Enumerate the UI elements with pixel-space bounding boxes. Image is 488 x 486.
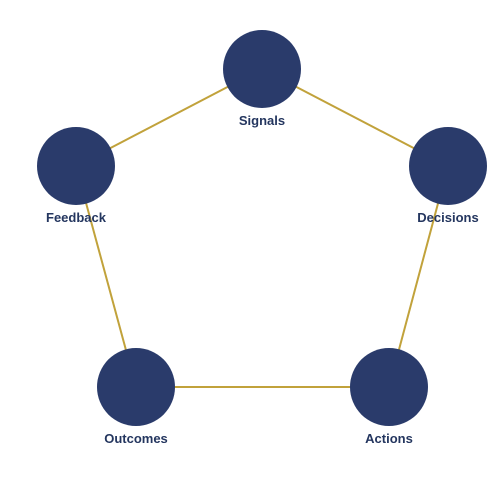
node-circle [37, 127, 115, 205]
node-circle [223, 30, 301, 108]
node-label: Feedback [46, 210, 107, 225]
node-circle [409, 127, 487, 205]
node-label: Decisions [417, 210, 478, 225]
node-label: Actions [365, 431, 413, 446]
node-label: Signals [239, 113, 285, 128]
node-decisions: Decisions [409, 127, 487, 225]
node-label: Outcomes [104, 431, 168, 446]
node-feedback: Feedback [37, 127, 115, 225]
node-actions: Actions [350, 348, 428, 446]
node-signals: Signals [223, 30, 301, 128]
node-circle [350, 348, 428, 426]
node-outcomes: Outcomes [97, 348, 175, 446]
node-circle [97, 348, 175, 426]
